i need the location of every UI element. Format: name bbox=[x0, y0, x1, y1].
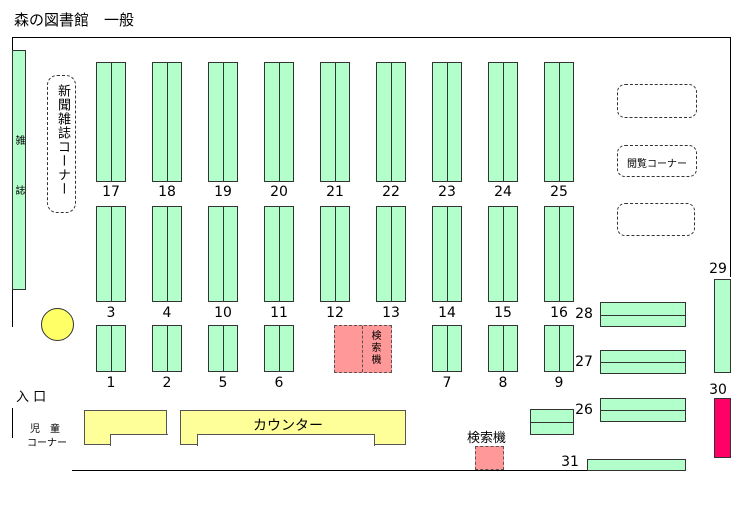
shelf-number: 20 bbox=[270, 184, 288, 200]
shelf-number: 11 bbox=[270, 305, 288, 321]
shelf-number: 24 bbox=[494, 184, 512, 200]
shelf-number: 29 bbox=[709, 261, 727, 277]
shelf-3 bbox=[96, 206, 126, 302]
kids-corner-label-1: 児 童 bbox=[30, 424, 60, 435]
shelf-number: 1 bbox=[106, 375, 116, 391]
entrance-label: 入 口 bbox=[16, 390, 47, 405]
shelf-31 bbox=[587, 459, 686, 471]
shelf-21 bbox=[320, 62, 350, 182]
main-counter-notch bbox=[197, 434, 375, 446]
shelf-number: 16 bbox=[550, 305, 568, 321]
reading-table-top bbox=[617, 84, 697, 118]
shelf-26 bbox=[600, 398, 686, 422]
pillar bbox=[41, 308, 74, 341]
reading-table-bottom bbox=[617, 203, 695, 236]
shelf-10 bbox=[208, 206, 238, 302]
counter-label: カウンター bbox=[253, 418, 323, 434]
shelf-9 bbox=[544, 325, 574, 372]
reading-corner: 閲覧コーナー bbox=[617, 145, 697, 177]
shelf-7 bbox=[432, 325, 462, 372]
shelf-number: 21 bbox=[326, 184, 344, 200]
shelf-number: 22 bbox=[382, 184, 400, 200]
shelf-17 bbox=[96, 62, 126, 182]
shelf-2 bbox=[152, 325, 182, 372]
newspaper-corner: 新聞雑誌コーナー bbox=[47, 75, 76, 213]
shelf-number: 23 bbox=[438, 184, 456, 200]
shelf-30 bbox=[714, 398, 731, 458]
shelf-25 bbox=[544, 62, 574, 182]
shelf-4 bbox=[152, 206, 182, 302]
shelf-24 bbox=[488, 62, 518, 182]
shelf-11 bbox=[264, 206, 294, 302]
kids-counter-notch bbox=[110, 434, 168, 446]
shelf-23 bbox=[432, 62, 462, 182]
shelf-number: 17 bbox=[102, 184, 120, 200]
search-terminal-bottom-label: 検索機 bbox=[467, 431, 507, 446]
search-terminal-divider bbox=[362, 326, 363, 372]
wall-bottom bbox=[72, 470, 656, 471]
magazine-shelf bbox=[12, 50, 26, 290]
shelf-number: 15 bbox=[494, 305, 512, 321]
shelf-8 bbox=[488, 325, 518, 372]
shelf-number: 3 bbox=[106, 305, 116, 321]
shelf-27 bbox=[600, 350, 686, 374]
shelf-number: 28 bbox=[575, 306, 593, 322]
shelf-number: 30 bbox=[709, 382, 727, 398]
shelf-number: 6 bbox=[274, 375, 284, 391]
reading-corner-label: 閲覧コーナー bbox=[627, 159, 687, 170]
search-terminal-center: 検索機 bbox=[334, 325, 392, 373]
shelf-19 bbox=[208, 62, 238, 182]
shelf-14 bbox=[432, 206, 462, 302]
shelf-number: 14 bbox=[438, 305, 456, 321]
shelf-number: 9 bbox=[554, 375, 564, 391]
shelf-number: 25 bbox=[550, 184, 568, 200]
shelf-1 bbox=[96, 325, 126, 372]
shelf-number: 19 bbox=[214, 184, 232, 200]
shelf-12 bbox=[320, 206, 350, 302]
shelf-16 bbox=[544, 206, 574, 302]
magazine-label: 雑誌 bbox=[13, 135, 24, 235]
page-title: 森の図書館 一般 bbox=[14, 11, 135, 29]
shelf-number: 7 bbox=[442, 375, 452, 391]
shelf-18 bbox=[152, 62, 182, 182]
shelf-22 bbox=[376, 62, 406, 182]
shelf-29 bbox=[714, 279, 731, 373]
shelf-number: 31 bbox=[561, 454, 579, 470]
shelf-number: 10 bbox=[214, 305, 232, 321]
shelf-6 bbox=[264, 325, 294, 372]
wall-left-lower bbox=[12, 408, 13, 438]
shelf-number: 4 bbox=[162, 305, 172, 321]
shelf-number: 13 bbox=[382, 305, 400, 321]
newspaper-corner-label: 新聞雑誌コーナー bbox=[55, 84, 70, 196]
kids-corner-label-2: コーナー bbox=[27, 438, 67, 449]
shelf-20 bbox=[264, 62, 294, 182]
shelf-number: 27 bbox=[575, 354, 593, 370]
shelf-number: 8 bbox=[498, 375, 508, 391]
shelf-number: 26 bbox=[575, 402, 593, 418]
shelf-number: 12 bbox=[326, 305, 344, 321]
shelf-number: 5 bbox=[218, 375, 228, 391]
shelf-5 bbox=[208, 325, 238, 372]
small-shelf bbox=[530, 409, 574, 435]
search-terminal-center-label: 検索機 bbox=[369, 330, 380, 366]
shelf-28 bbox=[600, 302, 686, 327]
wall-right bbox=[730, 37, 731, 277]
shelf-15 bbox=[488, 206, 518, 302]
search-terminal-bottom bbox=[475, 446, 504, 470]
shelf-number: 2 bbox=[162, 375, 172, 391]
shelf-number: 18 bbox=[158, 184, 176, 200]
shelf-13 bbox=[376, 206, 406, 302]
wall-top bbox=[12, 37, 730, 38]
